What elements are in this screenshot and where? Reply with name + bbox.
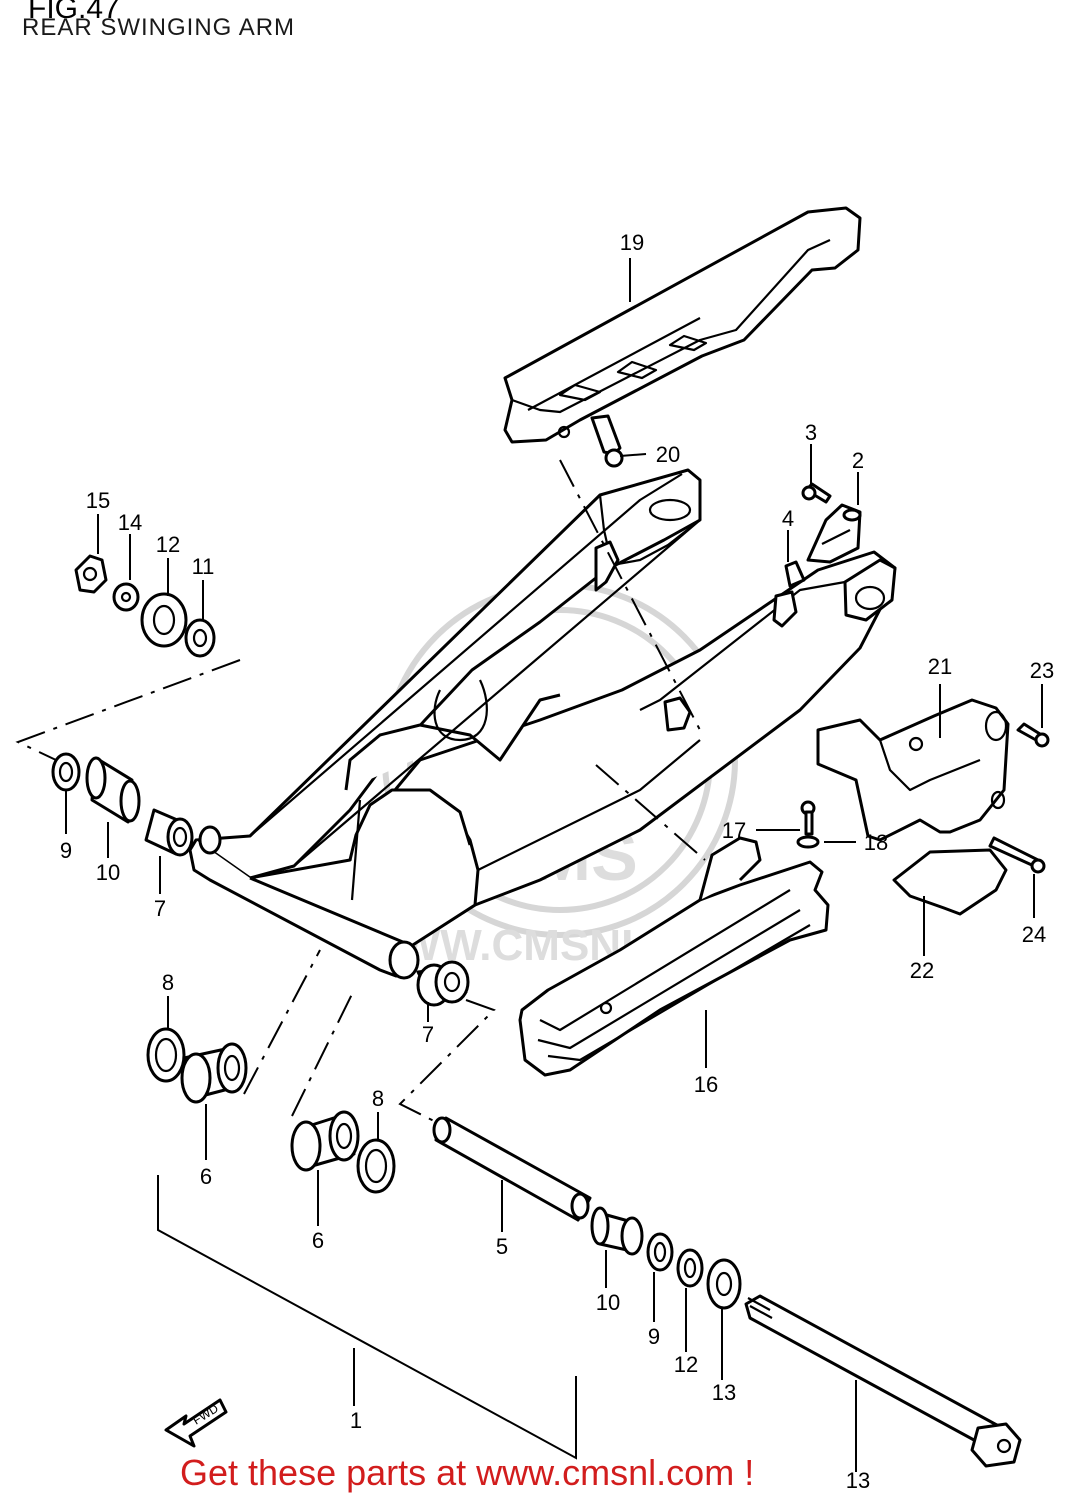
oil-seal-right [646,1232,674,1272]
callout-13: 13 [846,1468,870,1493]
part-1-bracket [157,1175,577,1460]
swinging-arm [188,468,897,980]
callout-9-left: 9 [60,838,72,863]
chain-case-screw [590,414,624,468]
callout-10-left: 10 [96,860,120,885]
leader-lines [65,258,1043,1472]
callout-2: 2 [852,448,864,473]
pivot-nut [74,554,108,594]
bushing-right [590,1206,644,1256]
figure-title: FIG.47 [28,0,120,25]
callout-15: 15 [86,488,110,513]
dust-seal-lower-left [146,1027,186,1083]
callout-7-middle: 7 [422,1022,434,1047]
callout-19: 19 [620,230,644,255]
callout-3: 3 [805,420,817,445]
chain-case [503,206,862,444]
adjuster-bolt [801,482,832,504]
assembly-lines [15,459,706,1125]
spacer-ring-right [676,1248,704,1288]
callout-12-right: 13 [712,1380,736,1405]
bearing-left [144,808,194,857]
dust-seal-lower-middle [356,1138,396,1194]
callout-12-upper: 12 [156,532,180,557]
callout-5: 5 [496,1234,508,1259]
dust-seal-right [706,1258,742,1310]
pivot-shaft [744,1294,1022,1468]
bearing-outer-left [180,1042,248,1104]
bushing-left [85,756,141,824]
bracket-screw [1016,722,1050,748]
brake-torque-bracket [816,698,1010,842]
callout-16: 16 [694,1072,718,1097]
callout-11-right: 12 [674,1352,698,1377]
dust-seal-upper [140,592,188,648]
callout-22: 22 [910,958,934,983]
pivot-washer [112,582,140,612]
callout-21: 21 [928,654,952,679]
chain-adjuster-plate [806,503,862,564]
forward-direction-marker: FWD [164,1398,228,1448]
callout-labels: 19 20 3 2 4 15 14 12 11 9 10 7 8 6 7 6 8… [60,230,1054,1493]
callout-18: 18 [864,830,888,855]
spacer-ring-upper [184,618,216,658]
callout-24: 24 [1022,922,1046,947]
guide-washer [796,835,820,849]
footer-link[interactable]: Get these parts at www.cmsnl.com ! [180,1452,755,1493]
figure-subtitle: REAR SWINGING ARM [22,14,296,41]
callout-14: 14 [118,510,142,535]
callout-10-right: 10 [596,1290,620,1315]
callout-8-middle: 8 [372,1086,384,1111]
callout-6-left: 6 [200,1164,212,1189]
bearing-outer-middle [290,1110,360,1172]
bracket-cover [892,848,1008,916]
bearing-middle [416,960,470,1007]
callout-9-right: 9 [648,1324,660,1349]
callout-23: 23 [1030,658,1054,683]
bracket-bolt [988,836,1046,874]
callout-6-middle: 6 [312,1228,324,1253]
cotter-pin [784,560,806,588]
spacer-tube [432,1116,592,1222]
callout-4: 4 [782,506,794,531]
callout-20: 20 [656,442,680,467]
callout-17: 17 [722,818,746,843]
guide-screw [800,800,816,836]
oil-seal-left [51,752,81,792]
chain-guide [518,836,830,1077]
callout-1: 1 [350,1408,362,1433]
callout-11-upper: 11 [192,554,215,579]
callout-8-left: 8 [162,970,174,995]
callout-7-left: 7 [154,896,166,921]
